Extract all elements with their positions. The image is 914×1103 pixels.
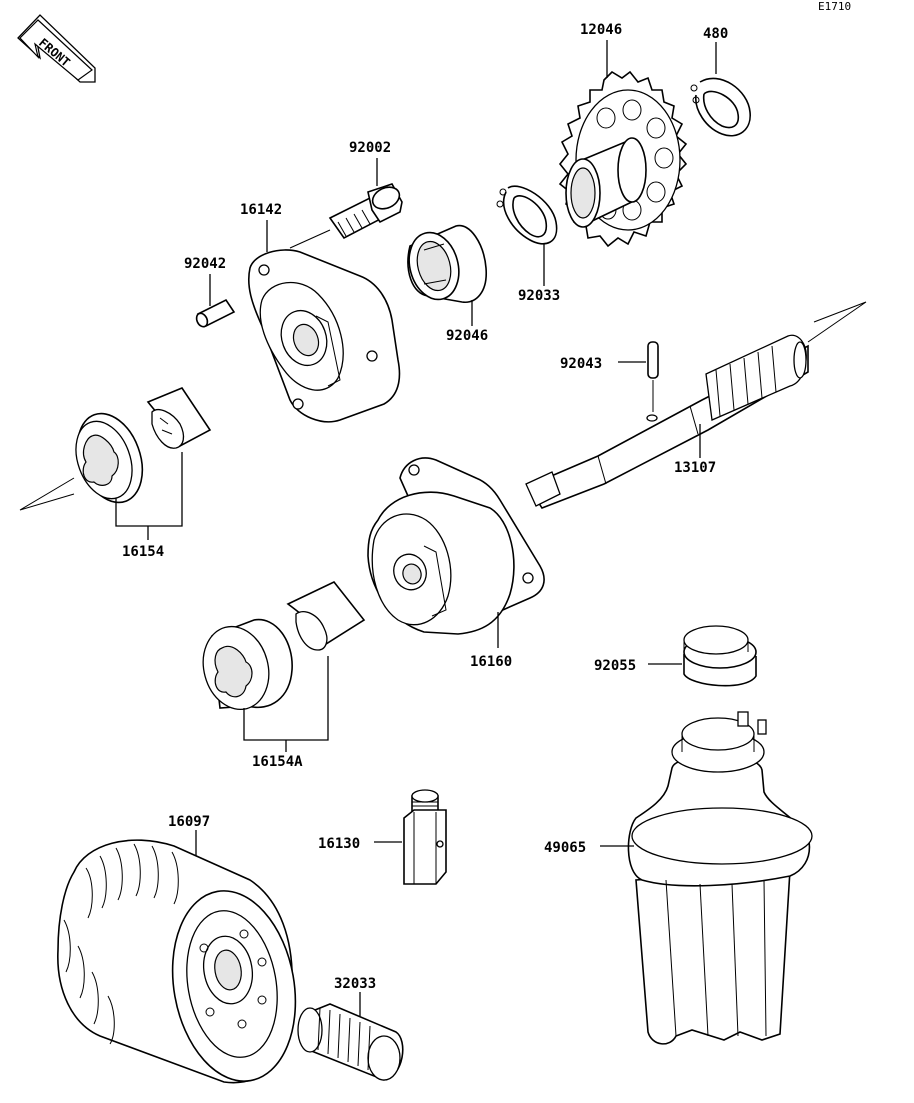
pin-92042-icon	[195, 298, 236, 328]
cap-92055-icon	[683, 625, 757, 687]
label-92043: 92043	[560, 356, 602, 372]
oil-funnel-49065-icon	[627, 711, 813, 1045]
fitting-16130-icon	[403, 789, 447, 885]
label-16130: 16130	[318, 836, 360, 852]
rotor-16154A-icon	[202, 581, 366, 711]
front-arrow-icon: FRONT	[17, 14, 96, 83]
diagram-code: E1710	[818, 0, 851, 13]
shaft-13107-icon	[525, 334, 809, 509]
pump-body-16160-icon	[367, 457, 545, 635]
label-92055: 92055	[594, 658, 636, 674]
snap-ring-92033-icon	[496, 185, 558, 245]
bolt-92002-icon	[328, 183, 403, 240]
label-16154: 16154	[122, 544, 164, 560]
label-92002: 92002	[349, 140, 391, 156]
arrow-rotor-left-icon	[19, 477, 75, 511]
rotor-16154-icon	[75, 387, 212, 504]
label-16154A: 16154A	[252, 754, 303, 770]
label-92046: 92046	[446, 328, 488, 344]
label-92042: 92042	[184, 256, 226, 272]
label-32033: 32033	[334, 976, 376, 992]
bearing-92046-icon	[407, 224, 487, 303]
pin-92043-icon	[647, 341, 659, 412]
label-16160: 16160	[470, 654, 512, 670]
pump-cover-16142-icon	[247, 249, 401, 423]
label-13107: 13107	[674, 460, 716, 476]
gear-12046-icon	[558, 70, 688, 248]
label-12046: 12046	[580, 22, 622, 38]
label-49065: 49065	[544, 840, 586, 856]
circlip-480-icon	[690, 77, 751, 137]
label-16097: 16097	[168, 814, 210, 830]
oil-filter-16097-icon	[57, 839, 297, 1084]
label-16142: 16142	[240, 202, 282, 218]
label-92033: 92033	[518, 288, 560, 304]
arrow-shaft-up-icon	[807, 301, 867, 343]
label-480: 480	[703, 26, 728, 42]
spring-32033-icon	[297, 1003, 404, 1081]
